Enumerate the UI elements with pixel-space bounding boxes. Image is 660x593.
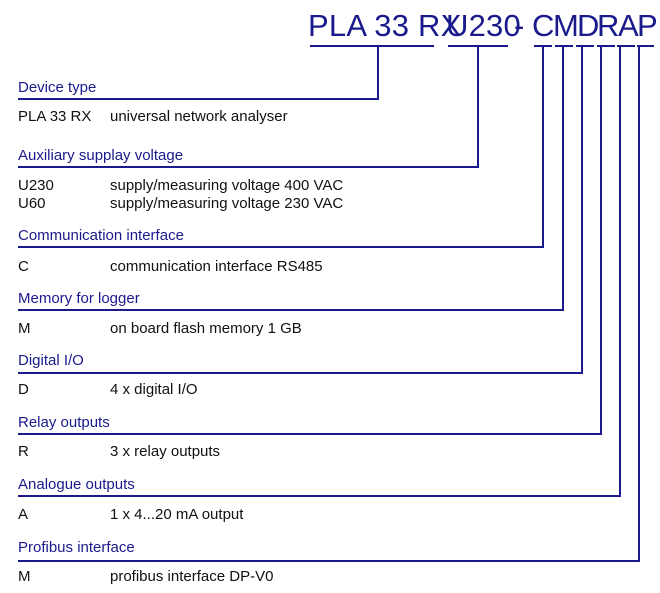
letter-d-leader-vertical	[581, 45, 583, 374]
device-type-code: PLA 33 RX	[18, 108, 92, 125]
letter-a-leader-vertical	[619, 45, 621, 497]
letter-c: C	[532, 8, 555, 43]
communication-code: C	[18, 258, 29, 275]
digital-io-rule	[18, 372, 583, 374]
device-type-desc: universal network analyser	[110, 108, 288, 125]
letter-c-leader-vertical	[542, 45, 544, 248]
letter-m-underline	[555, 45, 573, 47]
supply-voltage-code-2: U60	[18, 195, 46, 212]
letter-p: P	[637, 8, 658, 43]
letter-p-underline	[637, 45, 654, 47]
communication-rule	[18, 246, 544, 248]
relay-desc: 3 x relay outputs	[110, 443, 221, 460]
section-memory-title: Memory for logger	[18, 290, 140, 307]
model-leader-vertical	[377, 45, 379, 100]
analogue-rule	[18, 495, 621, 497]
device-type-rule	[18, 98, 379, 100]
digital-io-desc: 4 x digital I/O	[110, 381, 198, 398]
relay-rule	[18, 433, 602, 435]
section-profibus-title: Profibus interface	[18, 539, 135, 556]
section-device-type-title: Device type	[18, 79, 97, 96]
memory-desc: on board flash memory 1 GB	[110, 320, 302, 337]
supply-voltage-rule	[18, 166, 479, 168]
relay-code: R	[18, 443, 29, 460]
letter-r: R	[597, 8, 620, 43]
section-digital-io-title: Digital I/O	[18, 352, 84, 369]
letter-a: A	[618, 8, 639, 43]
memory-code: M	[18, 320, 31, 337]
communication-desc: communication interface RS485	[110, 258, 323, 275]
voltage-leader-vertical	[477, 45, 479, 168]
letter-r-underline	[597, 45, 615, 47]
model-code: PLA 33 RX	[308, 8, 462, 43]
voltage-code: U230	[446, 8, 521, 43]
section-supply-voltage-title: Auxiliary supplay voltage	[18, 147, 184, 164]
memory-rule	[18, 309, 564, 311]
profibus-code: M	[18, 568, 31, 585]
code-dash: -	[514, 8, 525, 43]
supply-voltage-code-1: U230	[18, 177, 54, 194]
model-underline	[310, 45, 434, 47]
section-relay-title: Relay outputs	[18, 414, 110, 431]
supply-voltage-desc-1: supply/measuring voltage 400 VAC	[110, 177, 344, 194]
section-communication-title: Communication interface	[18, 227, 184, 244]
letter-p-leader-vertical	[638, 45, 640, 562]
supply-voltage-desc-2: supply/measuring voltage 230 VAC	[110, 195, 344, 212]
letter-d-underline	[576, 45, 594, 47]
analogue-code: A	[18, 506, 29, 523]
letter-d: D	[577, 8, 600, 43]
digital-io-code: D	[18, 381, 29, 398]
section-analogue-title: Analogue outputs	[18, 476, 135, 493]
letter-m: M	[553, 8, 580, 43]
analogue-desc: 1 x 4...20 mA output	[110, 506, 244, 523]
letter-r-leader-vertical	[600, 45, 602, 435]
profibus-rule	[18, 560, 640, 562]
letter-m-leader-vertical	[562, 45, 564, 311]
profibus-desc: profibus interface DP-V0	[110, 568, 274, 585]
letter-a-underline	[617, 45, 635, 47]
